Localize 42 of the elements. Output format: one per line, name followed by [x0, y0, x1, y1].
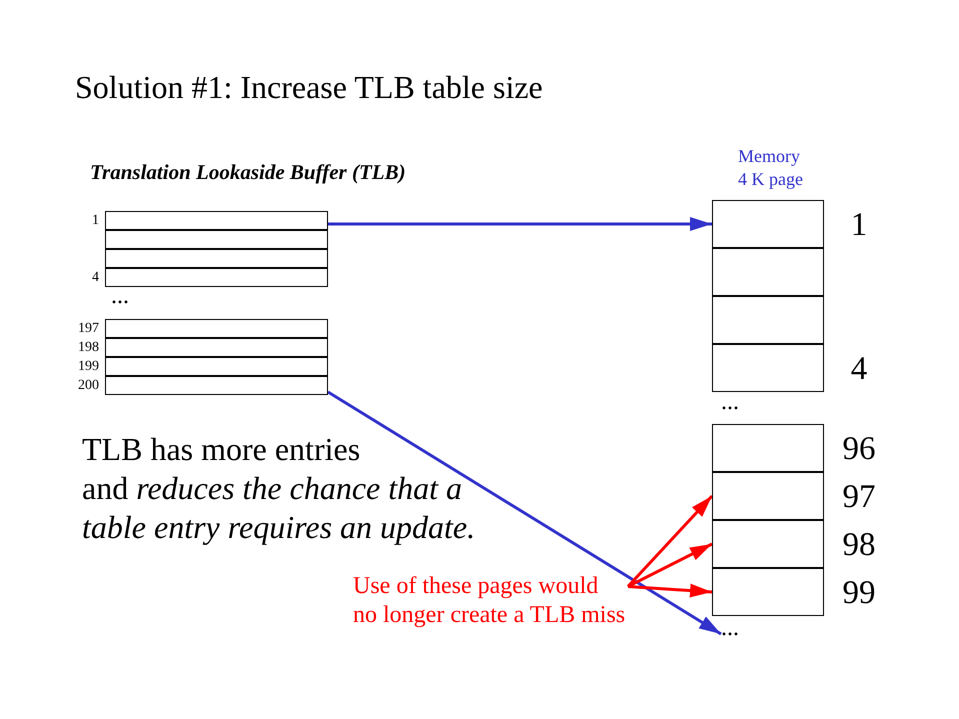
ellipsis: ...: [721, 390, 739, 414]
table-row: [105, 357, 328, 376]
ellipsis: ...: [111, 284, 129, 308]
page-number: 96: [842, 431, 876, 467]
slide-title: Solution #1: Increase TLB table size: [75, 68, 543, 106]
row-number: 199: [78, 358, 99, 374]
page-number: 98: [842, 527, 876, 563]
row-number: 200: [78, 378, 99, 394]
table-row: [105, 249, 328, 268]
memory-heading: Memory 4 K page: [738, 145, 804, 191]
arrow: [327, 390, 722, 636]
memory-page: [712, 200, 824, 248]
table-row: [105, 211, 328, 230]
table-heading: Translation Lookaside Buffer (TLB): [90, 160, 406, 185]
arrow: [627, 542, 713, 588]
body-text: and reduces the chance that a table entry requires an update.: [82, 469, 476, 547]
ellipsis: ...: [721, 616, 739, 640]
table-row: [105, 268, 328, 287]
page-number: 1: [850, 207, 868, 243]
table-row: [105, 319, 328, 338]
page-number: 97: [842, 479, 876, 515]
memory-page: [712, 296, 824, 344]
memory-page: [712, 568, 824, 616]
body-text: TLB has more entries: [82, 430, 360, 469]
table-row: [105, 230, 328, 249]
memory-page: [712, 472, 824, 520]
arrow: [626, 494, 714, 588]
memory-page: [712, 424, 824, 472]
row-number: 1: [92, 212, 99, 228]
page-number: 99: [842, 575, 876, 611]
callout-text: Use of these pages would no longer create a TLB miss: [353, 572, 628, 630]
row-number: 4: [92, 270, 99, 286]
memory-page: [712, 520, 824, 568]
page-number: 4: [850, 351, 868, 387]
memory-page: [712, 248, 824, 296]
table-row: [105, 338, 328, 357]
row-number: 197: [78, 320, 99, 336]
table-row: [105, 376, 328, 395]
arrow: [628, 584, 712, 598]
memory-page: [712, 344, 824, 392]
row-number: 198: [78, 340, 99, 356]
arrow: [328, 217, 712, 231]
